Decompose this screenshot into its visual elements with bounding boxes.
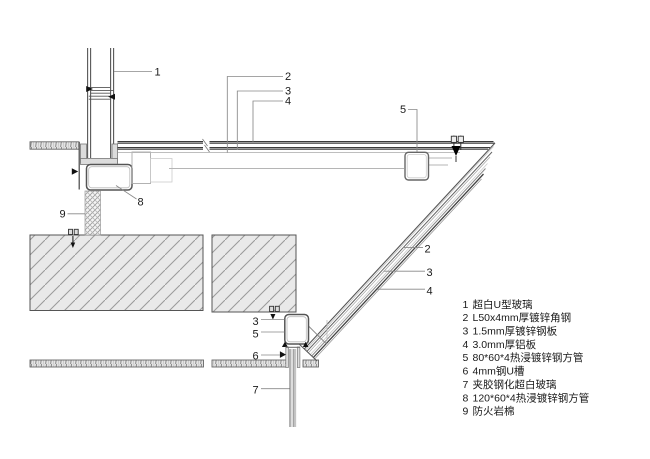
laminated-glass (289, 349, 297, 427)
legend-item-number: 6 (463, 366, 469, 378)
anchor-bolts-left-slab (68, 228, 79, 248)
bracket-plates (131, 151, 173, 184)
callout-hanger-tube: 5 (400, 104, 406, 116)
legend-item-number: 3 (463, 326, 469, 338)
legend-item: 5 80*60*4热浸镀锌钢方管 (463, 351, 584, 364)
callout-ceiling-steel-plate: 3 (285, 86, 291, 98)
legend-item: 2 L50x4mm厚镀锌角钢 (463, 311, 572, 324)
soffit-panel-lines (117, 141, 495, 150)
legend-item: 7 夹胶钢化超白玻璃 (463, 378, 557, 391)
legend-item: 4 3.0mm厚铝板 (463, 338, 537, 351)
sealant-arrow-right (108, 93, 115, 100)
callout-glass-u-wall: 1 (155, 67, 161, 79)
legend-item-number: 2 (463, 312, 469, 324)
callout-laminated-glass: 7 (253, 385, 259, 397)
sealant-arrow-left (86, 86, 93, 92)
callout-rock-wool: 9 (60, 209, 66, 221)
legend-item-desc: 80*60*4热浸镀锌钢方管 (473, 351, 584, 364)
legend-item-desc: 夹胶钢化超白玻璃 (473, 378, 557, 391)
legend-item: 1 超白U型玻璃 (463, 298, 533, 311)
legend-item: 8 120*60*4热浸镀锌钢方管 (463, 391, 590, 404)
legend-item-desc: 超白U型玻璃 (473, 298, 533, 311)
legend-item-number: 7 (463, 379, 469, 391)
legend-item: 9 防火岩棉 (463, 405, 515, 418)
callout-slope-steel-plate: 3 (427, 267, 433, 279)
legend-item-number: 5 (463, 352, 469, 364)
wall-base-channel (78, 142, 118, 190)
concrete-slab-right (211, 234, 297, 313)
rock-wool-strip (84, 190, 101, 236)
bottom-steel-tube-80x60 (284, 313, 310, 345)
sealant-arrow-bottom-right (302, 341, 309, 347)
legend-item-desc: L50x4mm厚镀锌角钢 (473, 311, 572, 324)
corner-fastener-bolts (450, 135, 464, 162)
frame-anchor-arrow (71, 168, 79, 175)
legend-item-number: 8 (463, 392, 469, 404)
base-steel-tube-120x60 (85, 163, 133, 191)
legend-item-desc: 3.0mm厚铝板 (473, 338, 537, 351)
lower-finish-band-right (211, 359, 288, 368)
callout-ceiling-alu-plate: 4 (285, 96, 291, 108)
callout-bottom-steel-plate: 3 (253, 316, 259, 328)
legend: 1 超白U型玻璃 2 L50x4mm厚镀锌角钢 3 1.5mm厚镀锌钢板 4 3… (463, 298, 590, 418)
soffit-support-lines (118, 152, 460, 169)
legend-item-desc: 4mm钢U槽 (473, 365, 525, 378)
legend-item-desc: 1.5mm厚镀锌钢板 (473, 325, 558, 338)
callout-bottom-tube: 5 (253, 329, 259, 341)
legend-item: 6 4mm钢U槽 (463, 365, 525, 378)
leader-lines (67, 71, 425, 390)
legend-item-desc: 防火岩棉 (473, 405, 515, 418)
lower-finish-band-left (29, 359, 204, 368)
concrete-slab-left (29, 234, 204, 311)
steel-u-channel (285, 346, 301, 368)
legend-item-number: 9 (463, 406, 469, 418)
anchor-bolts-right-slab (269, 305, 280, 320)
callout-ceiling-angle-steel: 2 (285, 71, 291, 83)
legend-item-desc: 120*60*4热浸镀锌钢方管 (473, 391, 590, 404)
channel-anchor-arrow (279, 351, 286, 358)
lower-finish-band-end (302, 359, 319, 368)
soffit-break-marks (202, 138, 210, 153)
sloped-glazing-band (303, 142, 496, 360)
callout-slope-alu-plate: 4 (427, 286, 433, 298)
callout-u-channel: 6 (253, 351, 259, 363)
sealant-arrow-bottom-left (281, 341, 288, 347)
u-glass-wall (87, 48, 115, 158)
ceiling-finish-band-top-left (29, 141, 80, 150)
hanger-steel-tube-80x60 (404, 151, 430, 181)
legend-item-number: 4 (463, 339, 469, 351)
u-glass-interlock-joint (88, 87, 114, 100)
callout-slope-angle-steel: 2 (425, 244, 431, 256)
legend-item: 3 1.5mm厚镀锌钢板 (463, 325, 558, 338)
callout-base-tube: 8 (138, 197, 144, 209)
legend-item-number: 1 (463, 299, 469, 311)
